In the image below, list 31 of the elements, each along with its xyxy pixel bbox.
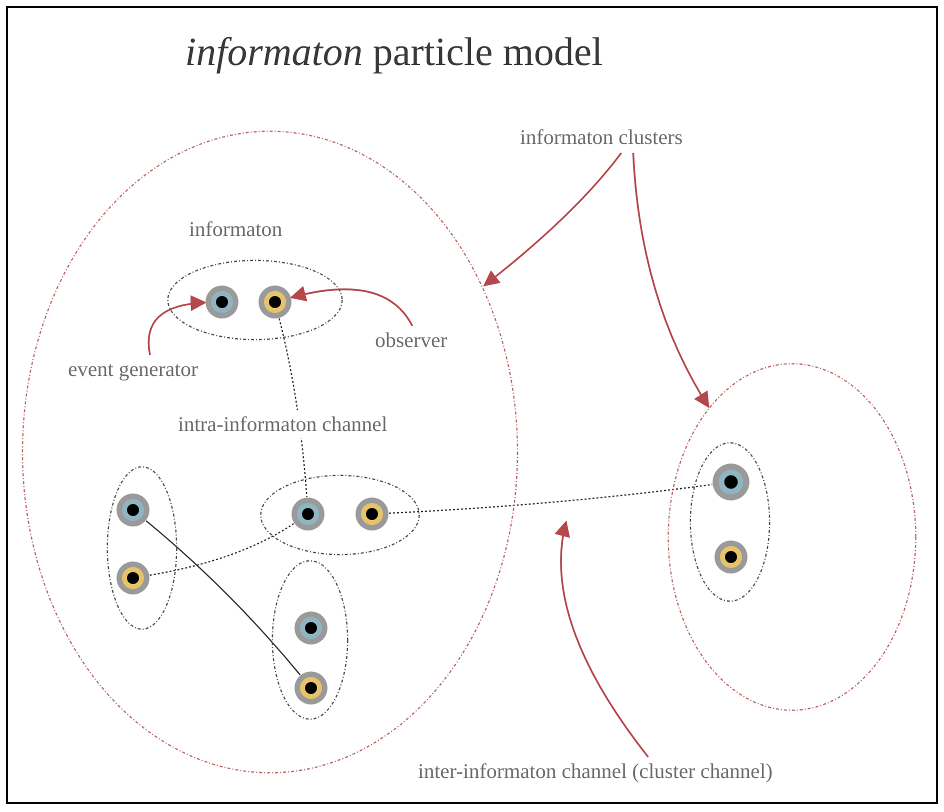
dotted-connector [388,484,712,514]
particle-circle [258,285,292,319]
particle-circle [355,497,389,531]
arrow [555,520,649,758]
ellipse-heading: informaton [189,216,282,243]
dotted-connector [278,318,308,498]
callout-text: informaton clusters [520,123,745,153]
dotted-connector [150,522,294,576]
callout-text: inter-informaton channel (cluster channel) [418,757,902,787]
cluster-ellipse [667,362,917,712]
informaton-ellipse [107,466,177,630]
particle-circle [205,285,239,319]
arrow [290,286,414,326]
informaton-ellipse [690,442,770,602]
callout-text: event generator [68,355,238,385]
arrow [148,296,207,356]
callout-text: observer [375,326,465,356]
arrow [483,152,622,286]
arrow [632,152,710,408]
particle-circle [714,540,748,574]
particle-circle [294,611,328,645]
informaton-ellipse [272,560,348,720]
informaton-ellipse [260,475,420,555]
particle-circle [116,493,150,527]
particle-circle [116,561,150,595]
connector-line [146,520,301,676]
channel-label: intra-informaton channel [176,410,390,438]
particle-circle [712,463,750,501]
title: informaton particle model [185,28,603,76]
particle-circle [291,497,325,531]
particle-circle [294,671,328,705]
